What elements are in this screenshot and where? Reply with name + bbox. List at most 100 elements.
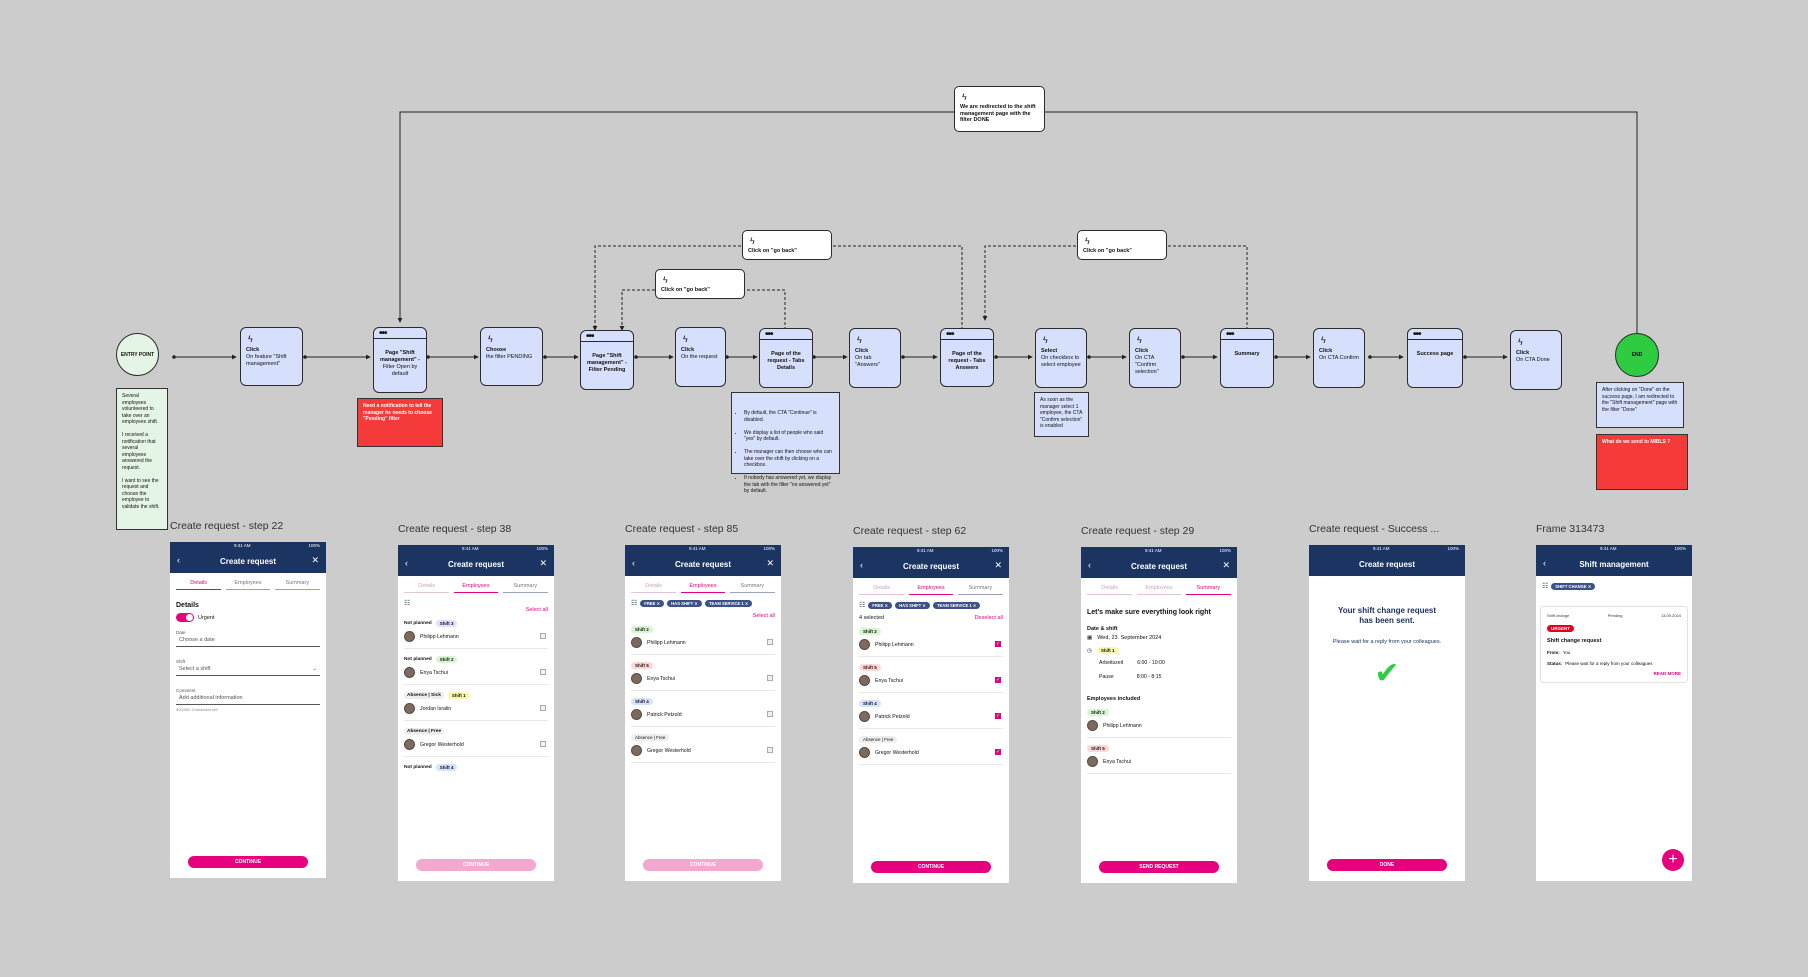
close-icon[interactable]: ✕ xyxy=(539,558,547,568)
callout-text: Click on "go back" xyxy=(661,287,710,293)
list-item[interactable]: Enya Tschui xyxy=(404,663,548,685)
filter-pill[interactable]: TEAM SERVICE 1 ✕ xyxy=(932,601,981,609)
checkbox[interactable] xyxy=(767,639,773,645)
date-field[interactable]: Choose a date xyxy=(176,635,320,647)
filter-pill[interactable]: SHIFT CHANGE ✕ xyxy=(1551,582,1596,590)
list-item[interactable]: Gregor Westerhold xyxy=(404,735,548,757)
list-item[interactable]: Enya Tschui xyxy=(631,669,775,691)
filter-pill[interactable]: FREE ✕ xyxy=(868,601,893,609)
comment-field[interactable]: Add additional information xyxy=(176,693,320,705)
tab-employees[interactable]: Employees xyxy=(1136,585,1182,595)
back-icon[interactable]: ‹ xyxy=(1088,560,1091,570)
checkbox-checked[interactable]: ✓ xyxy=(995,641,1001,647)
tab-employees[interactable]: Employees xyxy=(908,585,954,595)
close-icon[interactable]: ✕ xyxy=(994,560,1002,570)
checkbox-checked[interactable]: ✓ xyxy=(995,749,1001,755)
list-item[interactable]: Patrick Petzold xyxy=(631,705,775,727)
back-icon[interactable]: ‹ xyxy=(177,555,180,565)
tab-summary[interactable]: Summary xyxy=(730,583,775,593)
urgent-label: Urgent xyxy=(198,614,215,621)
list-item[interactable]: Gregor Westerhold xyxy=(631,741,775,763)
list-item[interactable]: Enya Tschui✓ xyxy=(859,671,1003,693)
shift-chip: Shift 1 xyxy=(1096,647,1119,654)
checkbox[interactable] xyxy=(540,633,546,639)
add-fab-button[interactable]: + xyxy=(1662,849,1684,871)
tab-details[interactable]: Details xyxy=(1087,585,1132,595)
checkbox[interactable] xyxy=(767,747,773,753)
note-pending-notification: Need a notification to tell the manager … xyxy=(357,398,443,447)
continue-button[interactable]: CONTINUE xyxy=(188,856,308,868)
back-icon[interactable]: ‹ xyxy=(632,558,635,568)
checkbox[interactable] xyxy=(540,705,546,711)
list-item[interactable]: Jordan Isralin xyxy=(404,699,548,721)
callout-text: Click on "go back" xyxy=(1083,248,1132,254)
checkbox-checked[interactable]: ✓ xyxy=(995,677,1001,683)
filter-pill[interactable]: TEAM SERVICE 1 ✕ xyxy=(704,599,753,607)
tab-employees[interactable]: Employees xyxy=(453,583,499,593)
list-item[interactable]: Philipp Lehmann xyxy=(631,633,775,655)
close-icon[interactable]: ✕ xyxy=(766,558,774,568)
list-item[interactable]: Philipp Lehmann xyxy=(404,627,548,649)
continue-button[interactable]: CONTINUE xyxy=(871,861,991,873)
close-icon[interactable]: ✕ xyxy=(1222,560,1230,570)
checkbox[interactable] xyxy=(767,711,773,717)
back-icon[interactable]: ‹ xyxy=(1543,558,1546,568)
tab-summary[interactable]: Summary xyxy=(503,583,548,593)
list-item[interactable]: Patrick Petzold✓ xyxy=(859,707,1003,729)
shift-chip: Shift 2 xyxy=(859,628,881,635)
tab-summary[interactable]: Summary xyxy=(1186,585,1231,595)
tab-details[interactable]: Details xyxy=(631,583,676,593)
checkbox[interactable] xyxy=(540,741,546,747)
from-row: From:You xyxy=(1547,650,1681,655)
tab-details[interactable]: Details xyxy=(404,583,449,593)
tab-bar: Details Employees Summary xyxy=(398,576,554,593)
filter-icon[interactable]: ☷ xyxy=(859,602,866,609)
tab-details[interactable]: Details xyxy=(859,585,904,595)
checkbox[interactable] xyxy=(540,669,546,675)
checkbox-checked[interactable]: ✓ xyxy=(995,713,1001,719)
employee-name: Gregor Westerhold xyxy=(875,749,919,756)
comment-label: Comment xyxy=(176,688,196,693)
avatar xyxy=(859,675,870,686)
select-all-link[interactable]: Select all xyxy=(525,607,548,613)
tab-employees[interactable]: Employees xyxy=(680,583,726,593)
filter-icon[interactable]: ☷ xyxy=(404,600,411,607)
header-title: Create request xyxy=(1130,561,1188,571)
list-item[interactable]: Gregor Westerhold ✓ xyxy=(859,743,1003,765)
shift-chip: Shift 2 xyxy=(631,626,653,633)
urgent-toggle[interactable] xyxy=(176,613,194,622)
continue-button[interactable]: CONTINUE xyxy=(416,859,536,871)
done-button[interactable]: DONE xyxy=(1327,859,1447,871)
note-mibls-question: What do we send to MIBLS ? xyxy=(1596,434,1688,490)
node-sub: On CTA Confirm xyxy=(1319,354,1359,361)
tab-employees[interactable]: Employees xyxy=(225,580,271,590)
send-request-button[interactable]: SEND REQUEST xyxy=(1099,861,1219,873)
tab-details[interactable]: Details xyxy=(176,580,221,590)
filter-pill[interactable]: HAS SHIFT ✕ xyxy=(667,599,702,607)
filter-pill[interactable]: FREE ✕ xyxy=(640,599,665,607)
tab-summary[interactable]: Summary xyxy=(275,580,320,590)
back-icon[interactable]: ‹ xyxy=(405,558,408,568)
employee-name: Gregor Westerhold xyxy=(420,741,464,748)
shift-select[interactable]: Select a shift⌄ xyxy=(176,664,320,676)
filter-icon[interactable]: ☷ xyxy=(1542,583,1549,590)
close-icon[interactable]: ✕ xyxy=(311,555,319,565)
tab-summary[interactable]: Summary xyxy=(958,585,1003,595)
checkbox[interactable] xyxy=(767,675,773,681)
employee-name: Philipp Lehmann xyxy=(647,639,686,646)
back-icon[interactable]: ‹ xyxy=(860,560,863,570)
filter-icon[interactable]: ☷ xyxy=(631,600,638,607)
continue-button[interactable]: CONTINUE xyxy=(643,859,763,871)
read-more-link[interactable]: READ MORE xyxy=(1653,671,1681,676)
deselect-all-link[interactable]: Deselect all xyxy=(974,615,1003,621)
list-item[interactable]: Philipp Lehmann✓ xyxy=(859,635,1003,657)
select-all-link[interactable]: Select all xyxy=(752,613,775,619)
filter-pill[interactable]: HAS SHIFT ✕ xyxy=(895,601,930,609)
